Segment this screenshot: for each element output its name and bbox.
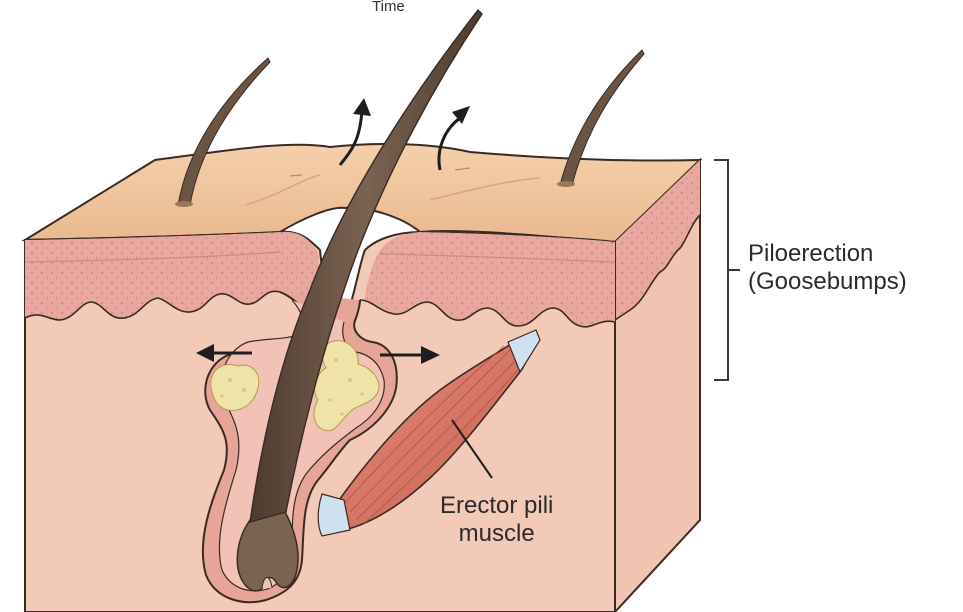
piloerection-label-line2: (Goosebumps) — [748, 268, 907, 296]
erector-pili-muscle-label: Erector pili muscle — [440, 492, 553, 549]
muscle-label-line1: Erector pili — [440, 492, 553, 520]
bracket-icon — [714, 160, 740, 380]
piloerection-label-line1: Piloerection — [748, 240, 907, 268]
muscle-label-line2: muscle — [440, 520, 553, 548]
top-caption: Time — [372, 0, 405, 16]
piloerection-label: Piloerection (Goosebumps) — [748, 240, 907, 297]
